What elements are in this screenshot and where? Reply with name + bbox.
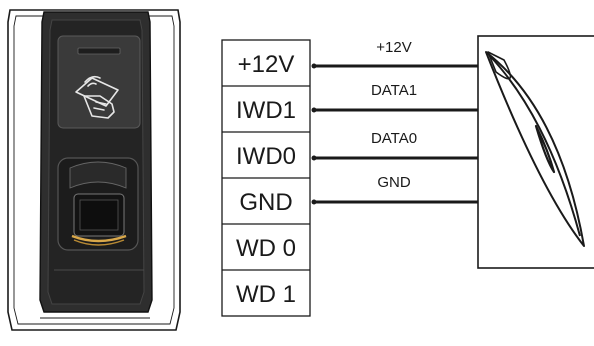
- terminal-label-12v: +12V: [238, 51, 295, 78]
- fingerprint-sensor: [57, 157, 139, 251]
- terminal-block: +12V IWD1 IWD0 GND WD 0 WD 1: [221, 39, 311, 317]
- rfid-card-hand-icon: [75, 75, 119, 119]
- wire-label-gnd: GND: [377, 174, 411, 191]
- wire-label-12v: +12V: [376, 39, 411, 56]
- terminal-label-iwd1: IWD1: [236, 97, 296, 124]
- terminal-label-gnd: GND: [239, 189, 292, 216]
- external-card-reader: [477, 35, 594, 269]
- external-card-reader-icon: [485, 51, 585, 247]
- wire-label-data1: DATA1: [371, 82, 417, 99]
- status-led-slot: [77, 47, 121, 55]
- wire-label-data0: DATA0: [371, 130, 417, 147]
- terminal-label-wd1: WD 1: [236, 281, 296, 308]
- terminal-label-iwd0: IWD0: [236, 143, 296, 170]
- fingerprint-reader-device: [7, 9, 181, 331]
- wires: [314, 64, 478, 204]
- terminal-label-wd0: WD 0: [236, 235, 296, 262]
